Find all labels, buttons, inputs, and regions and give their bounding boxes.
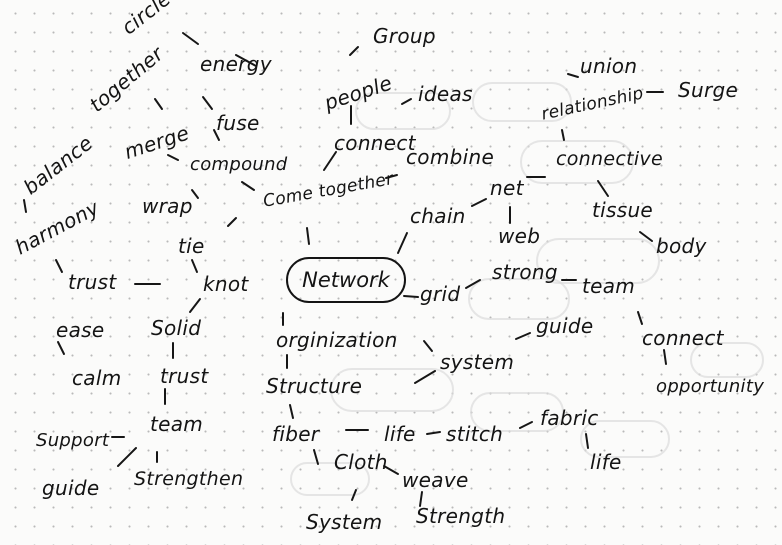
word-knot: knot xyxy=(203,272,249,296)
word-weave: weave xyxy=(402,468,469,492)
word-guide-left: guide xyxy=(42,476,100,500)
word-support: Support xyxy=(36,430,110,451)
word-stitch: stitch xyxy=(446,422,504,446)
word-combine: combine xyxy=(406,145,495,169)
word-connective: connective xyxy=(556,148,663,170)
word-life-right: life xyxy=(590,450,622,474)
word-fiber: fiber xyxy=(272,422,320,446)
word-surge: Surge xyxy=(678,78,739,102)
word-ideas: ideas xyxy=(418,82,473,106)
central-node-network: Network xyxy=(286,257,406,303)
word-wrap: wrap xyxy=(142,194,193,218)
word-compound: compound xyxy=(190,154,288,175)
word-opportunity: opportunity xyxy=(656,376,765,397)
word-team-right: team xyxy=(582,274,636,298)
word-connect-right: connect xyxy=(642,326,724,350)
word-ease: ease xyxy=(56,318,105,342)
bleed-through-ellipse xyxy=(536,238,660,284)
bleed-through-ellipse xyxy=(580,420,670,458)
word-system-bottom: System xyxy=(306,510,383,534)
word-body: body xyxy=(656,234,707,258)
word-strong: strong xyxy=(492,260,558,284)
word-chain: chain xyxy=(410,204,466,228)
word-grid: grid xyxy=(420,282,461,306)
word-solid: Solid xyxy=(151,316,202,340)
bleed-through-ellipse xyxy=(472,82,572,122)
word-tie: tie xyxy=(178,234,205,258)
word-tissue: tissue xyxy=(592,198,654,222)
bleed-through-ellipse xyxy=(690,342,764,378)
word-energy: energy xyxy=(200,52,272,76)
word-system-mid: system xyxy=(440,350,515,374)
bleed-through-ellipse xyxy=(330,368,454,412)
word-group: Group xyxy=(373,24,436,48)
bleed-through-ellipse xyxy=(355,92,451,130)
word-web: web xyxy=(498,224,541,248)
bleed-through-ellipse xyxy=(520,140,634,184)
word-strength: Strength xyxy=(416,504,506,528)
word-net: net xyxy=(490,176,524,200)
word-life-mid: life xyxy=(384,422,416,446)
word-calm: calm xyxy=(72,366,122,390)
word-team-left: team xyxy=(150,412,204,436)
bleed-through-ellipse xyxy=(470,392,564,432)
word-union: union xyxy=(580,54,638,78)
word-orginization: orginization xyxy=(276,328,398,352)
word-fabric: fabric xyxy=(540,406,599,430)
word-trust-mid: trust xyxy=(160,364,209,388)
word-trust-left: trust xyxy=(68,270,117,294)
word-strengthen: Strengthen xyxy=(134,468,244,490)
bleed-through-ellipse xyxy=(290,462,370,496)
word-cloth: Cloth xyxy=(334,450,388,474)
word-fuse: fuse xyxy=(216,111,260,135)
bleed-through-ellipse xyxy=(468,278,570,320)
word-structure: Structure xyxy=(266,374,363,398)
word-connect-top: connect xyxy=(334,131,416,155)
word-guide-right: guide xyxy=(536,314,594,338)
